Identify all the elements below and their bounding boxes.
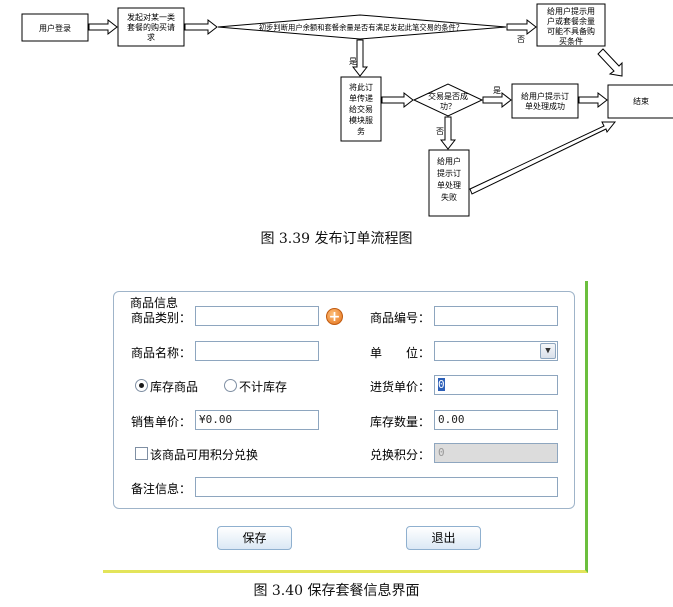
insufficient-line1: 给用户提示用	[547, 6, 595, 16]
arrow-start-request	[88, 18, 118, 36]
failure-box	[428, 149, 470, 217]
insufficient-line4: 买条件	[559, 36, 583, 46]
start-box	[21, 13, 89, 42]
purchase-price-label: 进货单价：	[370, 380, 431, 394]
decision2-diamond	[412, 83, 484, 117]
unit-label: 单 位：	[370, 346, 431, 360]
trade-line4: 模块服	[349, 115, 373, 125]
failure-line3: 单处理	[437, 180, 461, 190]
trade-line1: 将此订	[349, 82, 373, 92]
category-input[interactable]	[195, 306, 319, 326]
trade-line2: 单传递	[349, 93, 373, 103]
purchase-price-input[interactable]: 0	[434, 375, 558, 395]
yes-label-2: 是	[493, 86, 501, 95]
points-checkbox[interactable]	[135, 447, 148, 460]
category-label: 商品类别：	[131, 311, 192, 325]
insufficient-box	[536, 3, 606, 47]
radio-nostock[interactable]	[224, 379, 237, 392]
insufficient-line3: 可能不具备购	[547, 26, 595, 36]
radio-stock[interactable]	[135, 379, 148, 392]
purchase-price-value: 0	[438, 378, 445, 391]
product-info-panel: 商品信息 商品类别： + 商品编号： 商品名称： 单 位： ▼ 库存商品 不计库…	[103, 281, 588, 573]
points-checkbox-label: 该商品可用积分兑换	[150, 448, 259, 462]
arrow-decision2-failure	[439, 116, 457, 150]
arrow-trade-decision2	[381, 91, 414, 109]
points-input: 0	[434, 443, 558, 463]
request-line2: 套餐的购买请	[127, 22, 175, 32]
group-title: 商品信息	[128, 294, 181, 311]
decision2-line1: 交易是否成	[428, 91, 468, 101]
yes-label-1: 是	[349, 57, 357, 66]
arrow-decision-insufficient	[506, 18, 537, 36]
request-box	[117, 7, 185, 47]
request-line1: 发起对某一类	[127, 12, 175, 22]
product-name-label: 商品名称：	[131, 346, 192, 360]
failure-line4: 失败	[441, 192, 457, 202]
product-info-group: 商品信息 商品类别： + 商品编号： 商品名称： 单 位： ▼ 库存商品 不计库…	[113, 291, 575, 509]
success-line2: 单处理成功	[525, 101, 565, 111]
save-button[interactable]: 保存	[217, 526, 292, 550]
decision1-diamond	[217, 14, 507, 40]
order-flowchart: 用户登录 发起对某一类 套餐的购买请 求 初步判断用户余额和套餐余量是否有满足发…	[21, 3, 673, 217]
decision1-text: 初步判断用户余额和套餐余量是否有满足发起此笔交易的条件？	[259, 23, 463, 32]
product-code-input[interactable]	[434, 306, 558, 326]
radio-nostock-label: 不计库存	[239, 380, 288, 394]
sale-price-label: 销售单价：	[131, 415, 192, 429]
figure-caption-flowchart: 图 3.39 发布订单流程图	[260, 231, 413, 247]
arrow-decision-down	[351, 39, 369, 77]
arrow-request-decision	[184, 18, 218, 36]
radio-stock-label: 库存商品	[150, 380, 199, 394]
remark-label: 备注信息：	[131, 482, 192, 496]
start-text: 用户登录	[39, 23, 71, 33]
plus-circle-icon[interactable]: +	[326, 308, 343, 325]
pass-trade-box	[340, 76, 382, 142]
arrow-success-end	[578, 91, 608, 109]
failure-line1: 给用户	[437, 156, 461, 166]
success-box	[511, 83, 579, 119]
trade-line5: 务	[357, 126, 365, 136]
unit-select[interactable]: ▼	[434, 341, 558, 361]
exit-button[interactable]: 退出	[406, 526, 481, 550]
arrow-failure-end	[469, 121, 617, 195]
points-label: 兑换积分：	[370, 448, 431, 462]
no-label-1: 否	[517, 35, 525, 44]
remark-input[interactable]	[195, 477, 558, 497]
product-name-input[interactable]	[195, 341, 319, 361]
failure-line2: 提示订	[437, 168, 461, 178]
stock-qty-label: 库存数量：	[370, 415, 431, 429]
request-line3: 求	[147, 32, 155, 42]
decision2-line2: 功？	[440, 101, 456, 111]
end-text: 结束	[633, 96, 649, 106]
no-label-2: 否	[436, 127, 444, 136]
stock-qty-input[interactable]: 0.00	[434, 410, 558, 430]
product-code-label: 商品编号：	[370, 311, 431, 325]
success-line1: 给用户提示订	[521, 91, 569, 101]
end-box	[607, 84, 673, 119]
chevron-down-icon[interactable]: ▼	[540, 343, 556, 359]
insufficient-line2: 户或套餐余量	[547, 16, 595, 26]
arrow-decision2-success	[482, 91, 512, 109]
sale-price-input[interactable]: ¥0.00	[195, 410, 319, 430]
trade-line3: 给交易	[349, 104, 373, 114]
arrow-insufficient-end	[597, 48, 623, 77]
figure-caption-form: 图 3.40 保存套餐信息界面	[253, 583, 420, 599]
